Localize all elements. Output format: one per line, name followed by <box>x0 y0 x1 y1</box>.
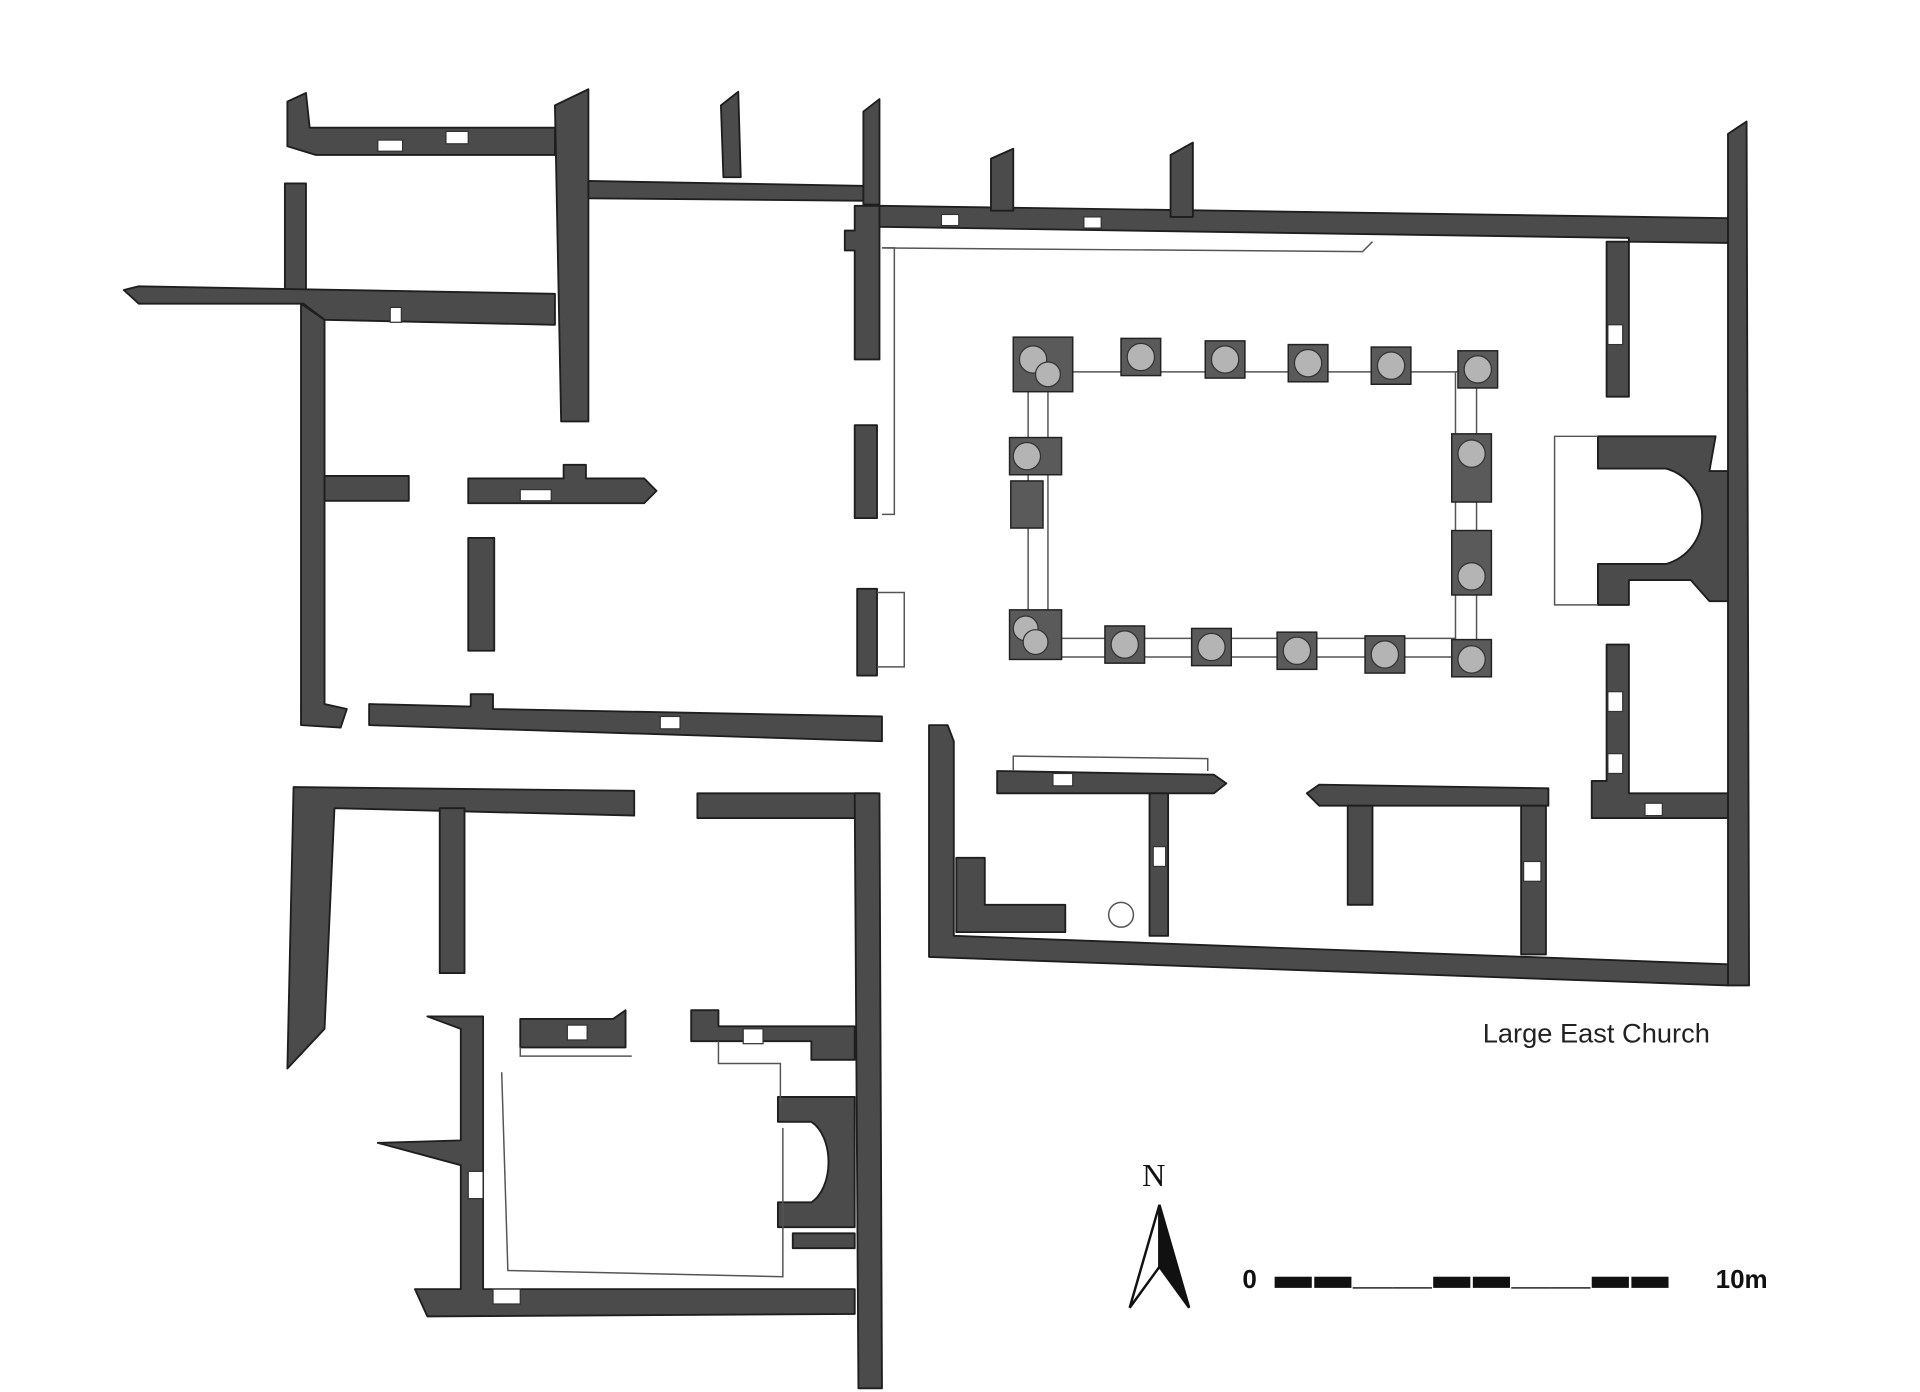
column-pier <box>1370 346 1412 386</box>
column-pier <box>1287 343 1329 383</box>
scale-bar: 0 10m <box>1242 1264 1767 1294</box>
wall <box>438 807 466 974</box>
north-arrow-icon <box>1128 1204 1161 1309</box>
windows <box>377 130 1663 1305</box>
wall <box>996 770 1228 795</box>
north-label: N <box>1142 1157 1165 1193</box>
wall <box>690 1009 856 1061</box>
wall <box>862 98 881 206</box>
column-pier <box>1451 529 1493 596</box>
wall <box>286 786 636 1070</box>
wall <box>853 792 883 1390</box>
wall <box>554 88 590 423</box>
wall <box>467 463 658 505</box>
scale-segment-filled <box>1314 1276 1352 1288</box>
wall <box>368 693 883 743</box>
scale-segment-filled <box>1274 1276 1312 1288</box>
wall <box>990 147 1015 212</box>
wall <box>376 1015 856 1318</box>
colonnade <box>1008 336 1499 678</box>
column-pier <box>1364 635 1406 674</box>
wall <box>467 537 496 652</box>
wall <box>791 1232 856 1250</box>
column-pier <box>1276 631 1318 671</box>
wall <box>286 92 556 156</box>
outlines <box>500 241 1598 1278</box>
wall <box>720 90 742 179</box>
wall <box>1727 120 1750 987</box>
wall <box>696 792 878 820</box>
column-pier <box>1012 336 1074 393</box>
walls <box>122 88 1750 1390</box>
column-pier <box>1120 337 1162 377</box>
column-pier <box>1008 436 1063 476</box>
column-pier <box>1010 480 1044 529</box>
wall <box>122 285 556 326</box>
wall <box>928 724 1729 987</box>
column-pier <box>1190 627 1233 667</box>
wall <box>1305 783 1550 807</box>
stairs <box>955 856 1067 934</box>
scale-end-label: 10m <box>1716 1264 1768 1294</box>
column-pier <box>1204 340 1246 379</box>
wall <box>300 302 348 729</box>
scale-segment-filled <box>1472 1276 1510 1288</box>
wall <box>283 182 307 293</box>
column-pier <box>1451 433 1493 503</box>
wall <box>587 180 869 202</box>
column-pier <box>1104 625 1146 664</box>
wall <box>1169 141 1194 218</box>
north-arrow: N <box>1128 1157 1191 1309</box>
wall <box>1590 643 1729 820</box>
scale-segment-filled <box>1433 1276 1471 1288</box>
column-pier <box>1457 350 1499 389</box>
scale-start-label: 0 <box>1242 1264 1256 1294</box>
chamber-wall <box>776 1096 856 1229</box>
apse-wall <box>1597 435 1729 606</box>
scale-segment-filled <box>1591 1276 1629 1288</box>
north-arrow-icon-shade <box>1158 1204 1191 1309</box>
wall <box>323 475 410 502</box>
wall <box>1605 240 1630 398</box>
wall <box>1346 804 1374 906</box>
wall <box>853 424 878 520</box>
scale-segment-filled <box>1631 1276 1669 1288</box>
column-pier <box>1451 638 1493 678</box>
wall <box>856 587 878 677</box>
wall <box>843 204 881 361</box>
column-pier <box>1008 609 1063 661</box>
plan-title: Large East Church <box>1483 1017 1710 1048</box>
